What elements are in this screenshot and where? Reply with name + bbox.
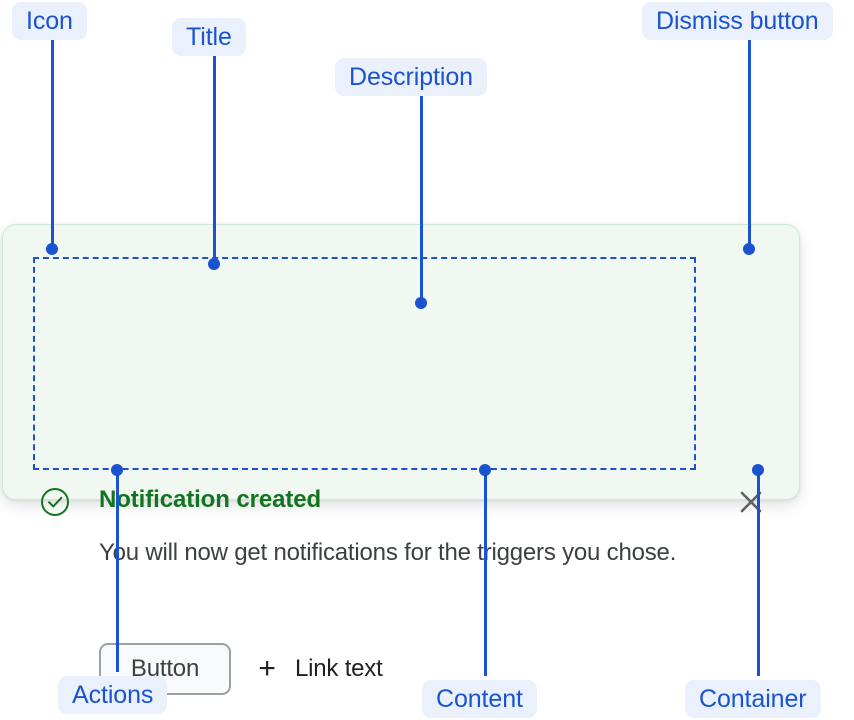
annotation-label-dismiss-button: Dismiss button xyxy=(642,2,833,40)
annotation-label-icon: Icon xyxy=(12,2,87,40)
link-action[interactable]: + Link text xyxy=(255,652,383,685)
connector-line-content xyxy=(484,470,487,676)
connector-line-description xyxy=(420,96,423,302)
connector-dot-description xyxy=(415,297,427,309)
connector-dot-title xyxy=(208,258,220,270)
connector-line-dismiss-button xyxy=(748,40,751,248)
annotation-label-title: Title xyxy=(172,18,246,56)
notification-description: You will now get notifications for the t… xyxy=(99,539,677,566)
check-circle-icon xyxy=(41,488,69,516)
connector-dot-container xyxy=(752,464,764,476)
plus-icon: + xyxy=(258,652,276,685)
notification-title: Notification created xyxy=(99,486,322,513)
annotation-label-content: Content xyxy=(422,680,537,718)
connector-dot-dismiss-button xyxy=(743,243,755,255)
close-icon xyxy=(740,491,762,513)
dismiss-button[interactable] xyxy=(734,485,768,519)
connector-line-icon xyxy=(51,40,54,248)
connector-dot-content xyxy=(479,464,491,476)
annotation-label-description: Description xyxy=(335,58,487,96)
link-action-label: Link text xyxy=(295,655,383,682)
connector-line-container xyxy=(757,470,760,676)
annotation-label-container: Container xyxy=(685,680,821,718)
connector-line-title xyxy=(213,56,216,263)
connector-dot-actions xyxy=(111,464,123,476)
notification-container: Notification created You will now get no… xyxy=(2,224,800,695)
annotation-label-actions: Actions xyxy=(58,676,168,714)
connector-line-actions xyxy=(116,470,119,672)
connector-dot-icon xyxy=(46,243,58,255)
